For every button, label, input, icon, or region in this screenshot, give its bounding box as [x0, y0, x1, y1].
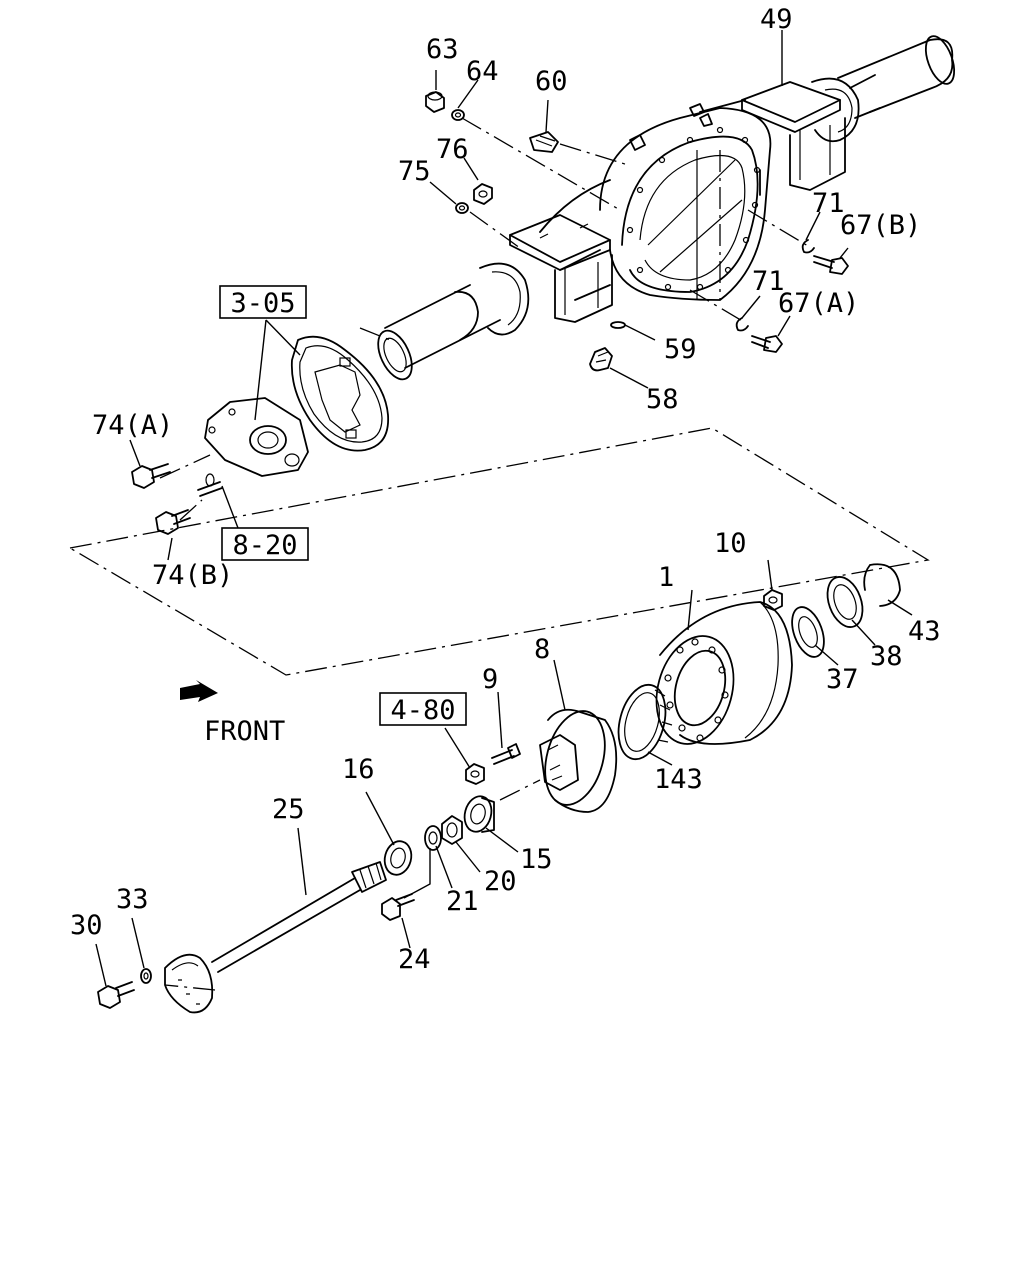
callout-74a: 74(A) — [92, 410, 173, 441]
front-arrow-icon — [180, 680, 218, 702]
bolt-74a — [131, 463, 171, 489]
callout-10: 10 — [714, 528, 747, 559]
callout-8: 8 — [534, 634, 550, 665]
nut-76 — [473, 183, 493, 205]
anchor-bracket — [204, 397, 309, 477]
backing-plate — [290, 335, 389, 452]
assembly-boundary — [69, 427, 930, 676]
callout-33: 33 — [116, 884, 149, 915]
bearing-37 — [791, 606, 825, 658]
callout-16: 16 — [342, 754, 375, 785]
washer-21 — [424, 825, 442, 851]
callout-74b: 74(B) — [152, 560, 233, 591]
callout-71-lower: 71 — [752, 266, 785, 297]
ref-box-3-05: 3-05 — [219, 285, 307, 319]
callout-25: 25 — [272, 794, 305, 825]
tone-ring-143 — [617, 683, 673, 761]
leader-lines — [95, 30, 913, 987]
callout-37: 37 — [826, 664, 859, 695]
hub-8 — [539, 708, 618, 813]
callout-labels: 63 64 60 76 75 49 71 67(B) 71 67(A) 59 5… — [70, 4, 941, 975]
bolt-67a — [751, 335, 783, 353]
callout-38: 38 — [870, 641, 903, 672]
callout-1: 1 — [658, 562, 674, 593]
snap-71-lower — [735, 317, 749, 332]
ref-box-8-20: 8-20 — [221, 527, 309, 561]
ref-8-20-label: 8-20 — [232, 530, 297, 561]
callout-30: 30 — [70, 910, 103, 941]
stud-9 — [491, 743, 521, 765]
callout-64: 64 — [466, 56, 499, 87]
callout-20: 20 — [484, 866, 517, 897]
bolt-67b — [813, 255, 849, 275]
callout-76: 76 — [436, 134, 469, 165]
plug-58 — [589, 347, 613, 372]
callout-75: 75 — [398, 156, 431, 187]
callout-60: 60 — [535, 66, 568, 97]
ref-3-05-label: 3-05 — [230, 288, 295, 319]
callout-58: 58 — [646, 384, 679, 415]
snap-71-upper — [801, 239, 815, 254]
seal-16 — [383, 840, 413, 876]
callout-63: 63 — [426, 34, 459, 65]
callout-143: 143 — [654, 764, 703, 795]
breather-60 — [529, 131, 559, 153]
callout-9: 9 — [482, 664, 498, 695]
axis-lines — [159, 117, 809, 991]
snap-ring-43 — [863, 563, 901, 607]
nut-480 — [465, 763, 485, 785]
callout-67b: 67(B) — [840, 210, 921, 241]
pin-820 — [197, 473, 223, 497]
callout-21: 21 — [446, 886, 479, 917]
washer-59 — [610, 321, 626, 329]
callout-43: 43 — [908, 616, 941, 647]
callout-59: 59 — [664, 334, 697, 365]
front-label: FRONT — [204, 716, 285, 747]
callout-67a: 67(A) — [778, 288, 859, 319]
washer-75 — [455, 202, 469, 214]
ref-box-4-80: 4-80 — [379, 692, 467, 726]
washer-33 — [140, 968, 152, 984]
callout-24: 24 — [398, 944, 431, 975]
axle-shaft-25 — [164, 861, 387, 1014]
callout-15: 15 — [520, 844, 553, 875]
callout-49: 49 — [760, 4, 793, 35]
washer-64 — [451, 109, 465, 121]
bearing-15 — [463, 795, 495, 833]
ref-4-80-label: 4-80 — [390, 695, 455, 726]
fastener-63 — [425, 91, 445, 113]
brake-drum — [655, 601, 793, 745]
seal-38 — [826, 576, 864, 628]
nut-10 — [763, 589, 783, 611]
bolt-30 — [97, 981, 135, 1009]
bolt-74b — [155, 509, 191, 535]
axle-housing — [377, 35, 956, 381]
callout-71-upper: 71 — [812, 188, 845, 219]
nut-20 — [441, 815, 463, 845]
bolt-24 — [381, 893, 415, 921]
